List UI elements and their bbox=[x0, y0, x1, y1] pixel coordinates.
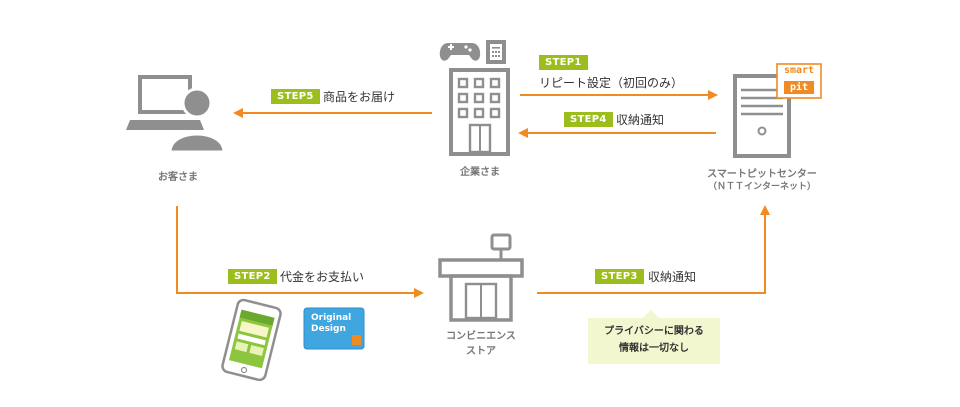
privacy-note: プライバシーに関わる 情報は一切なし bbox=[588, 318, 720, 364]
smartphone-icon bbox=[221, 298, 282, 382]
store-label-line2: ストア bbox=[466, 346, 496, 357]
step4-text: 収納通知 bbox=[616, 113, 665, 127]
company-label: 企業さま bbox=[460, 167, 500, 178]
card-text-line1: Original bbox=[311, 313, 352, 323]
server-icon bbox=[733, 74, 791, 158]
step3-text: 収納通知 bbox=[648, 270, 697, 284]
step4-badge: STEP4 bbox=[564, 112, 613, 127]
step2-badge: STEP2 bbox=[228, 269, 277, 284]
store-label-line1: コンビニエンス bbox=[446, 331, 516, 342]
privacy-note-line1: プライバシーに関わる bbox=[604, 326, 704, 337]
smartpit-center-label: スマートピットセンター bbox=[707, 169, 817, 180]
customer-label: お客さま bbox=[158, 172, 198, 183]
step2-text: 代金をお支払い bbox=[280, 270, 365, 284]
building-icon bbox=[449, 68, 510, 156]
step5-badge: STEP5 bbox=[271, 89, 320, 104]
gamepad-icon bbox=[439, 43, 481, 61]
arrow-step2 bbox=[176, 206, 424, 298]
card-text-line2: Design bbox=[311, 324, 346, 334]
step3-badge: STEP3 bbox=[595, 269, 644, 284]
smartpit-logo-line2: pit bbox=[789, 82, 809, 93]
step5-text: 商品をお届け bbox=[323, 90, 396, 104]
store-icon bbox=[438, 233, 524, 322]
laptop-person-icon bbox=[126, 75, 226, 154]
phone-icon bbox=[486, 40, 506, 64]
step1-badge: STEP1 bbox=[539, 55, 588, 70]
privacy-note-line2: 情報は一切なし bbox=[619, 343, 689, 354]
step1-text: リピート設定（初回のみ） bbox=[539, 76, 684, 90]
smartpit-center-sublabel: （ＮＴＴインターネット） bbox=[707, 182, 816, 192]
arrows bbox=[176, 90, 770, 298]
note-pointer bbox=[643, 310, 659, 318]
arrow-step3 bbox=[537, 205, 770, 294]
smartpit-logo-line1: smart bbox=[783, 65, 815, 76]
original-design-card bbox=[303, 307, 365, 350]
smartpit-logo-frame bbox=[776, 63, 822, 99]
